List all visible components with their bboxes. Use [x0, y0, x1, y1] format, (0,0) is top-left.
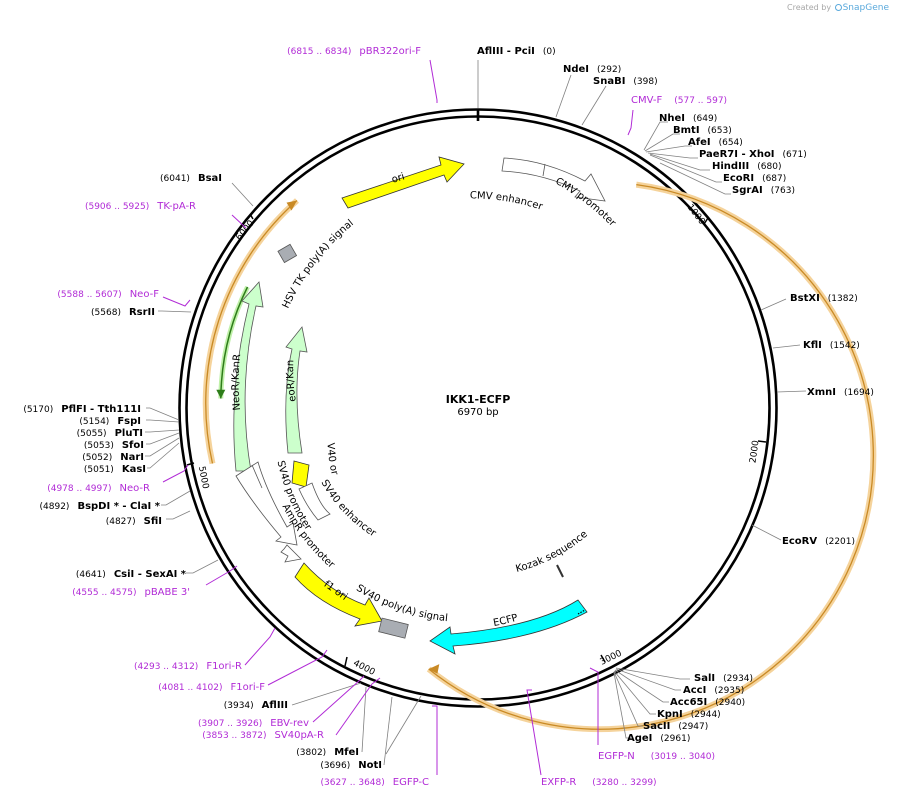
tick-label: 3000 — [599, 649, 624, 668]
enzyme-nheI: NheI(649) — [659, 113, 717, 124]
tick-label: 5000 — [196, 465, 210, 490]
primer-egfp-n: EGFP-N(3019 .. 3040) — [598, 751, 715, 762]
enzyme-notI: (3696)NotI — [320, 760, 382, 771]
feature-kozak: Kozak sequence — [515, 529, 590, 578]
feature-ecfp: ECFP — [429, 599, 588, 655]
credit-brand: SnapGene — [842, 3, 889, 13]
plasmid-size: 6970 bp — [457, 407, 498, 418]
feature-cmv-enhancer-promoter: CMV enhancer CMV promoter — [470, 157, 618, 229]
feature-label-sv40-enhancer: SV40 enhancer — [319, 478, 379, 540]
plasmid-name: IKK1-ECFP — [446, 393, 511, 406]
orf-neo-inner — [216, 285, 250, 399]
enzyme-narI: (5052)NarI — [82, 452, 144, 463]
enzyme-afeI: AfeI(654) — [688, 137, 743, 148]
primer-labels: (6815 .. 6834)pBR322ori-F CMV-F(577 .. 5… — [47, 46, 727, 788]
enzyme-paeR7I-xhoI: PaeR7I - XhoI(671) — [699, 149, 807, 160]
primer-cmv-f: CMV-F(577 .. 597) — [631, 95, 727, 106]
enzyme-ageI: AgeI(2961) — [627, 733, 690, 744]
primer-ebv-rev: (3907 .. 3926)EBV-rev — [198, 718, 309, 729]
feature-label-ori: ori — [390, 171, 406, 185]
feature-hsv-tk-polya: HSV TK poly(A) signal — [277, 218, 356, 310]
enzyme-aflIII-2: (3934)AflIII — [224, 700, 288, 711]
feature-label-cmv-enhancer: CMV enhancer — [470, 190, 545, 213]
primer-pbr322ori-f: (6815 .. 6834)pBR322ori-F — [287, 46, 421, 57]
primer-neo-r: (4978 .. 4997)Neo-R — [47, 483, 150, 494]
enzyme-ecoRI: EcoRI(687) — [723, 173, 786, 184]
enzyme-kflI: KflI(1542) — [803, 340, 860, 351]
primer-f1ori-f: (4081 .. 4102)F1ori-F — [158, 682, 265, 693]
enzyme-pflFI-tth111I: (5170)PflFI - Tth111I — [23, 404, 141, 415]
primer-neo-f: (5588 .. 5607)Neo-F — [57, 289, 159, 300]
enzyme-leader-lines — [145, 60, 807, 766]
enzyme-labels: AflIII - PciI(0) NdeI(292) SnaBI(398) Nh… — [23, 46, 874, 771]
enzyme-pluTI: (5055)PluTI — [77, 428, 143, 439]
primer-f1ori-r: (4293 .. 4312)F1ori-R — [134, 661, 242, 672]
primer-sv40pa-r: (3853 .. 3872)SV40pA-R — [202, 730, 324, 741]
enzyme-sgrAI: SgrAI(763) — [732, 185, 795, 196]
orf-neo-region — [202, 198, 299, 465]
snapgene-credit: Created by SnapGene — [787, 3, 889, 13]
orf-ikk1 — [426, 181, 877, 733]
enzyme-accI: AccI(2935) — [683, 685, 744, 696]
tick-label: 2000 — [748, 439, 761, 463]
feature-neor-inner: NeoR/KanR — [0, 0, 308, 454]
enzyme-acc65I: Acc65I(2940) — [670, 697, 745, 708]
feature-label-neor-outer: NeoR/KanR — [231, 353, 244, 411]
enzyme-xmnI: XmnI(1694) — [807, 387, 874, 398]
enzyme-ecoRV: EcoRV(2201) — [782, 536, 855, 547]
enzyme-ndeI: NdeI(292) — [563, 64, 621, 75]
enzyme-sacII: SacII(2947) — [643, 721, 708, 732]
primer-pbabe-3: (4555 .. 4575)pBABE 3' — [72, 587, 190, 598]
feature-label-kozak: Kozak sequence — [515, 529, 590, 575]
enzyme-fspI: (5154)FspI — [79, 416, 141, 427]
enzyme-bspDI-claI: (4892)BspDI * - ClaI * — [40, 501, 161, 512]
enzyme-csiI-sexAI: (4641)CsiI - SexAI * — [76, 569, 187, 580]
primer-leader-lines — [162, 59, 634, 776]
enzyme-bmtI: BmtI(653) — [673, 125, 732, 136]
enzyme-rsrII: (5568)RsrII — [91, 307, 155, 318]
primer-egfp-c: (3627 .. 3648)EGFP-C — [320, 777, 429, 788]
enzyme-kasI: (5051)KasI — [84, 464, 146, 475]
feature-label-neor-inner: NeoR/KanR — [0, 0, 299, 402]
credit-prefix: Created by — [787, 3, 832, 12]
primer-exfp-r: EXFP-R(3280 .. 3299) — [541, 777, 657, 788]
feature-ori: ori — [341, 156, 465, 209]
enzyme-kpnI: KpnI(2944) — [657, 709, 721, 720]
feature-sv40-enhancer: SV40 enhancer — [298, 478, 379, 540]
coordinate-ticks: 1000 2000 3000 4000 5000 6000 — [186, 203, 767, 678]
feature-label-hsv-tk-polya: HSV TK poly(A) signal — [281, 218, 356, 310]
enzyme-aflIII-pciI: AflIII - PciI(0) — [477, 46, 556, 57]
feature-neor-outer: NeoR/KanR — [231, 281, 264, 472]
enzyme-mfeI: (3802)MfeI — [296, 747, 359, 758]
primer-tk-pa-r: (5906 .. 5925)TK-pA-R — [85, 201, 196, 212]
enzyme-bsaI: (6041)BsaI — [160, 173, 222, 184]
enzyme-sfiI: (4827)SfiI — [106, 516, 162, 527]
enzyme-salI: SalI(2934) — [694, 673, 753, 684]
enzyme-snaBI: SnaBI(398) — [593, 76, 658, 87]
snapgene-logo-icon — [834, 4, 842, 11]
enzyme-bstXI: BstXI(1382) — [790, 293, 858, 304]
enzyme-sfoI: (5053)SfoI — [84, 440, 144, 451]
enzyme-hindIII: HindIII(680) — [712, 161, 781, 172]
